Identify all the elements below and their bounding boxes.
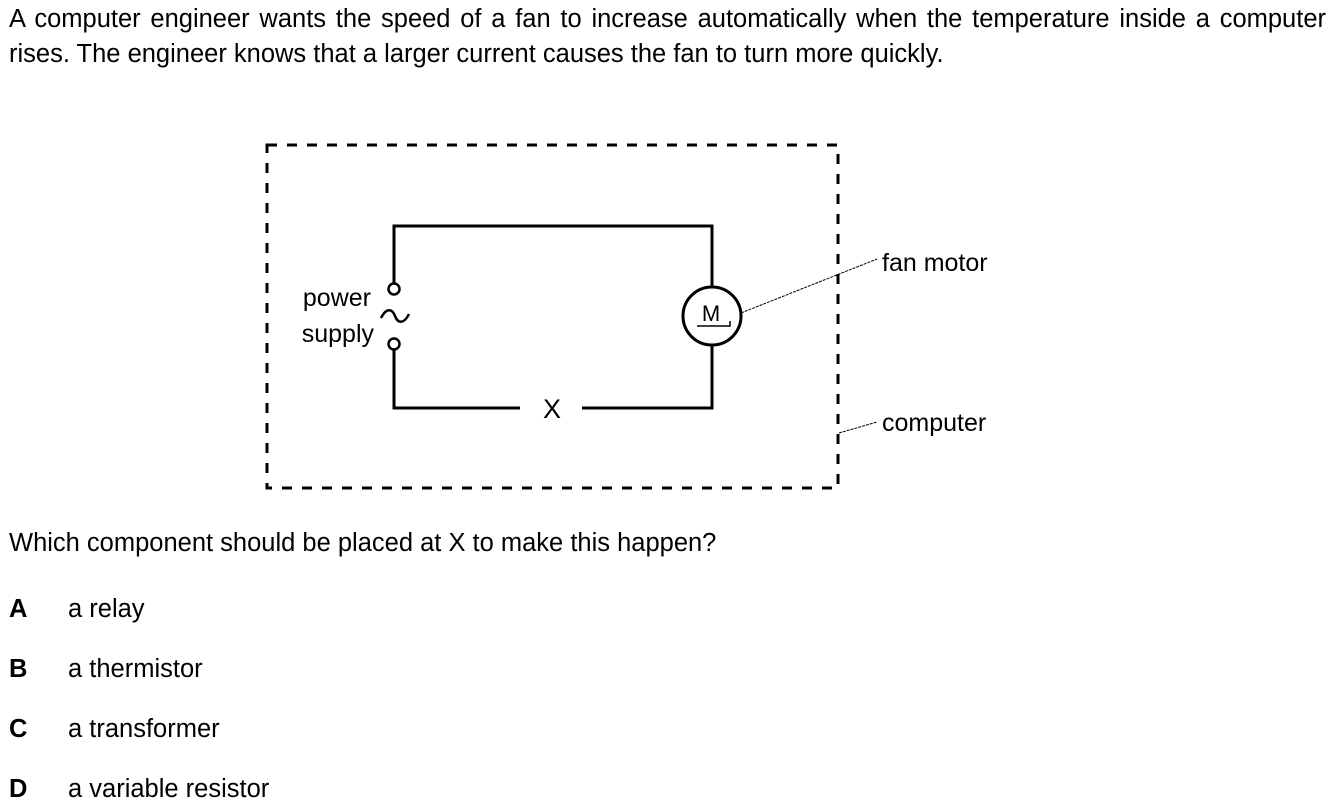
option-text: a relay: [68, 595, 145, 623]
circuit-wires: [392, 224, 714, 410]
option-letter: D: [9, 775, 28, 803]
option-letter: A: [9, 595, 28, 623]
fan-motor-leader-line: [740, 258, 878, 314]
wire-top: [392, 224, 714, 287]
option-letter: B: [9, 655, 28, 683]
option-a[interactable]: A a relay: [9, 593, 145, 625]
power-terminal-top: [387, 282, 401, 296]
option-d[interactable]: D a variable resistor: [9, 773, 269, 805]
fan-motor-callout: fan motor: [882, 249, 988, 277]
option-c[interactable]: C a transformer: [9, 713, 220, 745]
option-text: a variable resistor: [68, 775, 270, 803]
option-text: a transformer: [68, 715, 220, 743]
component-x-label: X: [543, 394, 561, 424]
option-text: a thermistor: [68, 655, 203, 683]
question-stem: A computer engineer wants the speed of a…: [9, 5, 1326, 68]
option-letter: C: [9, 715, 28, 743]
wire-bottom-right: [582, 345, 714, 410]
ac-symbol-icon: [379, 309, 411, 323]
motor-icon: M: [681, 285, 743, 347]
power-terminal-bottom: [387, 337, 401, 351]
power-supply-label-line2: supply: [302, 320, 375, 348]
question-prompt: Which component should be placed at X to…: [9, 529, 717, 557]
computer-leader-line: [838, 421, 878, 434]
option-b[interactable]: B a thermistor: [9, 653, 203, 685]
power-supply-label-line1: power: [303, 284, 371, 312]
motor-symbol: M: [702, 301, 720, 326]
computer-boundary: [265, 143, 840, 490]
computer-callout: computer: [882, 409, 986, 437]
wire-bottom-left: [392, 349, 520, 410]
